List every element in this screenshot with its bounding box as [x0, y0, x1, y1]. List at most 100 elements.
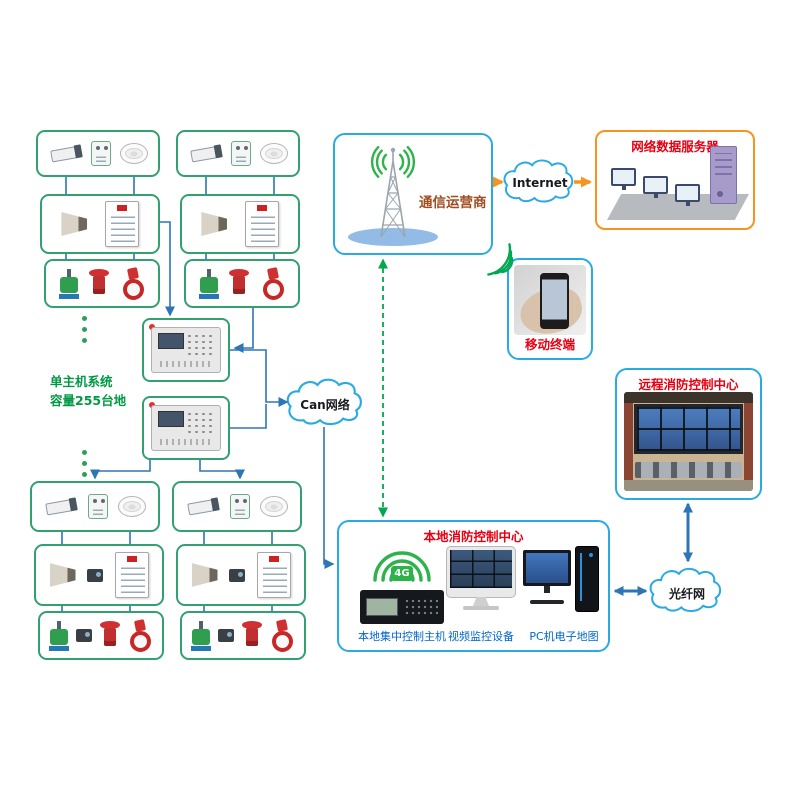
fiber-network-label: 光纤网 [668, 587, 705, 601]
butterfly-valve-icon [120, 268, 146, 300]
monitor-stand [473, 597, 489, 606]
io-module-icon [218, 629, 235, 642]
4g-badge: 4G [391, 566, 413, 581]
device-box [34, 544, 164, 606]
wire-group1-controller1 [160, 221, 175, 317]
wire-controller2-group4 [199, 460, 245, 480]
capacity-note-line1: 单主机系统 [50, 374, 113, 389]
smoke-detector-icon [118, 496, 146, 517]
server-monitor-icon [675, 184, 700, 202]
local-fire-control-center-box: 本地消防控制中心 4G 本地集中控制主机 视频监控设备 PC机电子地图 [337, 520, 610, 652]
gate-valve-icon [229, 268, 249, 299]
ellipsis-dots [82, 450, 87, 477]
mobile-phone-image [514, 265, 586, 335]
server-monitor-icon [643, 176, 668, 194]
butterfly-valve-icon [269, 620, 295, 652]
mobile-terminal-label: 移动终端 [524, 337, 575, 352]
room-ceiling [624, 392, 753, 403]
pc-screen [526, 553, 568, 583]
sounder-icon [61, 212, 88, 236]
pc-map-label: PC机电子地图 [529, 630, 599, 643]
pc-monitor-icon [523, 550, 571, 586]
butterfly-valve-icon [127, 620, 153, 652]
camera-grid-screen [450, 550, 512, 588]
monitor-base [463, 606, 499, 610]
video-device-label: 视频监控设备 [448, 630, 514, 643]
internet-label: Internet [512, 176, 568, 190]
remote-fire-control-center-box: 远程消防控制中心 [615, 368, 762, 500]
console-desk [635, 462, 742, 478]
device-box [30, 481, 160, 532]
room-pillar [624, 403, 633, 491]
ellipsis-dots [82, 316, 87, 343]
gate-valve-icon [241, 620, 262, 651]
device-box [44, 259, 160, 308]
fire-controller-1 [142, 318, 230, 382]
camera-icon [187, 142, 224, 166]
room-floor [624, 480, 753, 491]
camera-icon [185, 495, 222, 519]
controller-slots [160, 439, 212, 445]
sounder-icon [49, 563, 76, 587]
device-box [176, 544, 306, 606]
solenoid-valve-icon [198, 268, 219, 299]
network-data-server-box: 网络数据服务器 [595, 130, 755, 230]
central-control-host: 4G 本地集中控制主机 [347, 542, 457, 646]
device-box [180, 611, 306, 660]
telecom-operator-box: 通信运营商 [333, 133, 493, 255]
device-box [180, 194, 300, 254]
smoke-detector-icon [260, 496, 288, 517]
field-controller-icon [114, 552, 149, 598]
pc-monitor-base [530, 600, 564, 604]
device-box [40, 194, 160, 254]
mobile-terminal-box: 移动终端 [507, 258, 593, 360]
video-monitor-icon [446, 546, 516, 610]
solenoid-valve-icon [191, 620, 212, 651]
io-module-icon [76, 629, 93, 642]
server-monitor-icon [611, 168, 636, 186]
room-pillar [744, 403, 753, 491]
remote-center-title: 远程消防控制中心 [638, 377, 739, 392]
device-box [38, 611, 164, 660]
call-point-icon [88, 494, 108, 519]
wire-can-local-center [323, 427, 335, 569]
control-host-device-icon [360, 590, 444, 624]
pc-tower-icon [575, 546, 599, 612]
call-point-icon [91, 141, 111, 166]
capacity-note: 单主机系统 容量255台地 [50, 372, 126, 411]
camera-icon [43, 495, 80, 519]
control-host-label: 本地集中控制主机 [358, 630, 446, 643]
can-network-label: Can网络 [300, 398, 350, 412]
local-center-title: 本地消防控制中心 [423, 529, 524, 544]
field-controller-icon [104, 201, 139, 247]
call-point-icon [231, 141, 251, 166]
camera-icon [47, 142, 84, 166]
device-box [36, 130, 160, 177]
antenna-tower-icon [348, 146, 438, 246]
smoke-detector-icon [119, 143, 148, 164]
wire-controller2-can [230, 404, 267, 429]
smoke-detector-icon [259, 143, 288, 164]
solenoid-valve-icon [58, 268, 79, 299]
call-point-icon [230, 494, 250, 519]
sounder-icon [191, 563, 218, 587]
gate-valve-icon [99, 620, 120, 651]
wire-controller2-group3 [90, 460, 151, 480]
device-box [176, 130, 300, 177]
server-tower-icon [710, 146, 737, 204]
telecom-operator-label: 通信运营商 [419, 195, 487, 211]
control-room-image [624, 392, 753, 491]
network-data-server-title: 网络数据服务器 [631, 139, 719, 154]
sounder-icon [201, 212, 228, 236]
pc-electronic-map: PC机电子地图 [523, 542, 605, 646]
fire-controller-2 [142, 396, 230, 460]
solenoid-valve-icon [49, 620, 70, 651]
device-box [172, 481, 302, 532]
video-monitoring-device: 视频监控设备 [441, 542, 521, 646]
video-wall [637, 407, 740, 451]
device-box [184, 259, 300, 308]
wire-group2-controller1 [233, 308, 254, 353]
field-controller-icon [256, 552, 291, 598]
gate-valve-icon [89, 268, 109, 299]
